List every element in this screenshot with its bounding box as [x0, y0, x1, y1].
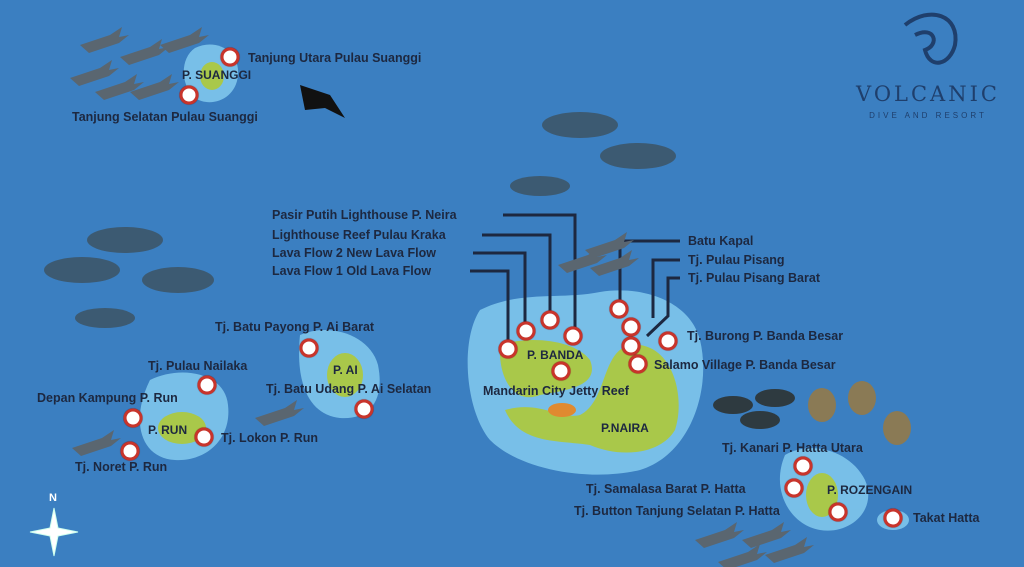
island-label: P.NAIRA [601, 421, 649, 435]
dive-site-marker[interactable] [784, 478, 804, 498]
site-label: Salamo Village P. Banda Besar [654, 358, 836, 372]
site-label: Takat Hatta [913, 511, 980, 525]
site-label: Tj. Button Tanjung Selatan P. Hatta [574, 504, 780, 518]
dive-site-marker[interactable] [179, 85, 199, 105]
hammerhead-shark-icon [70, 27, 209, 100]
site-label: Tanjung Selatan Pulau Suanggi [72, 110, 258, 124]
island-label: P. BANDA [527, 348, 584, 362]
hammerhead-shark-icon [558, 232, 639, 276]
site-label: Tj. Samalasa Barat P. Hatta [586, 482, 746, 496]
dive-site-marker[interactable] [516, 321, 536, 341]
dive-site-marker[interactable] [793, 456, 813, 476]
leader-lines [470, 213, 680, 341]
island-label: P. RUN [148, 423, 188, 437]
marine-life [44, 27, 911, 567]
island-label: P. SUANGGI [182, 68, 252, 82]
mandarin-fish-icon [548, 403, 576, 417]
site-label: Tj. Pulau Pisang [688, 253, 785, 267]
dive-site-marker[interactable] [628, 354, 648, 374]
site-label: Lighthouse Reef Pulau Kraka [272, 228, 446, 242]
site-label: Tj. Lokon P. Run [221, 431, 318, 445]
hammerhead-shark-icon [72, 400, 304, 456]
dive-site-marker[interactable] [299, 338, 319, 358]
site-label: Tj. Burong P. Banda Besar [687, 329, 844, 343]
site-label: Tj. Pulau Pisang Barat [688, 271, 820, 285]
site-label: Depan Kampung P. Run [37, 391, 178, 405]
dive-site-marker[interactable] [540, 310, 560, 330]
island-label: P. ROZENGAIN [827, 483, 913, 497]
dive-site-marker[interactable] [621, 317, 641, 337]
compass-icon: N [28, 492, 80, 557]
site-label: Mandarin City Jetty Reef [483, 384, 629, 398]
grouper-icon [713, 389, 795, 429]
dive-site-marker[interactable] [883, 508, 903, 528]
logo-shark-icon [903, 12, 958, 65]
site-label: Lava Flow 2 New Lava Flow [272, 246, 436, 260]
site-label: Pasir Putih Lighthouse P. Neira [272, 208, 457, 222]
logo-name: VOLCANIC [856, 82, 1000, 106]
site-label: Tj. Pulau Nailaka [148, 359, 248, 373]
dive-site-marker[interactable] [220, 47, 240, 67]
dive-site-marker[interactable] [658, 331, 678, 351]
dive-site-marker[interactable] [120, 441, 140, 461]
dive-site-marker[interactable] [563, 326, 583, 346]
dive-site-marker[interactable] [123, 408, 143, 428]
dive-site-marker[interactable] [197, 375, 217, 395]
dive-site-marker[interactable] [194, 427, 214, 447]
site-label: Lava Flow 1 Old Lava Flow [272, 264, 432, 278]
site-label: Tj. Batu Payong P. Ai Barat [215, 320, 375, 334]
site-label: Tj. Noret P. Run [75, 460, 168, 474]
dive-site-marker[interactable] [354, 399, 374, 419]
island-label: P. AI [333, 363, 358, 377]
logo-tagline: DIVE AND RESORT [869, 111, 987, 120]
site-label: Tj. Kanari P. Hatta Utara [722, 441, 863, 455]
site-label: Tanjung Utara Pulau Suanggi [248, 51, 422, 65]
compass-north: N [49, 492, 57, 504]
dive-site-marker[interactable] [609, 299, 629, 319]
turtle-icon [808, 381, 911, 445]
site-label: Tj. Batu Udang P. Ai Selatan [266, 382, 432, 396]
whale-icon [44, 112, 676, 328]
manta-ray-icon [300, 85, 345, 118]
site-label: Batu Kapal [688, 234, 754, 248]
dive-site-marker[interactable] [828, 502, 848, 522]
dive-site-marker[interactable] [621, 336, 641, 356]
dive-site-marker[interactable] [551, 361, 571, 381]
hammerhead-shark-icon [695, 522, 814, 567]
dive-site-marker[interactable] [498, 339, 518, 359]
